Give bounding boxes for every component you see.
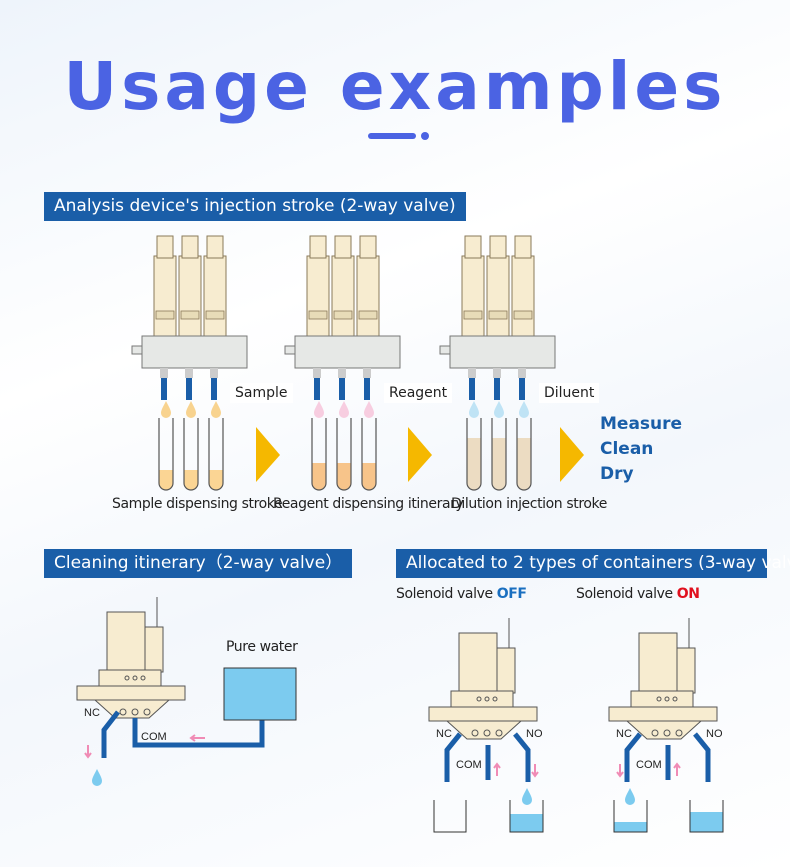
valve-module-diluent (440, 236, 555, 400)
valve-off-label: Solenoid valve (396, 586, 493, 602)
cleaning-valve (76, 596, 297, 786)
section-banner-allocation: Allocated to 2 types of containers (3-wa… (396, 549, 790, 578)
reagent-drops (314, 401, 374, 418)
off-com-label: COM (456, 759, 482, 771)
valve-off-diagram (428, 617, 544, 833)
page-title: Usage examples (63, 48, 727, 125)
step-arrow-2 (408, 427, 432, 482)
valve-on-caption: Solenoid valve ON (576, 586, 700, 602)
valve-off-caption: Solenoid valve OFF (396, 586, 527, 602)
com-label: COM (141, 731, 167, 743)
test-tubes (158, 418, 532, 491)
off-nc-label: NC (436, 728, 452, 740)
sample-drops (161, 401, 221, 418)
callout-sample: Sample (230, 383, 293, 403)
on-no-label: NO (706, 728, 723, 740)
on-nc-label: NC (616, 728, 632, 740)
valve-on-label: Solenoid valve (576, 586, 673, 602)
step-arrow-1 (256, 427, 280, 482)
off-no-label: NO (526, 728, 543, 740)
stage-label-reagent: Reagent dispensing itinerary (273, 496, 464, 512)
title-underline (368, 133, 416, 139)
on-com-label: COM (636, 759, 662, 771)
stage-label-dilution: Dilution injection stroke (451, 496, 607, 512)
title-dot (421, 132, 429, 140)
pure-water-label: Pure water (226, 639, 298, 655)
callout-reagent: Reagent (384, 383, 453, 403)
valve-on-state: ON (676, 586, 700, 602)
diluent-drops (469, 401, 529, 418)
step-dry: Dry (600, 464, 634, 484)
section-banner-injection: Analysis device's injection stroke (2-wa… (44, 192, 466, 221)
callout-diluent: Diluent (539, 383, 600, 403)
valve-off-state: OFF (496, 586, 527, 602)
valve-module-reagent (285, 236, 400, 400)
nc-label: NC (84, 707, 100, 719)
step-arrow-3 (560, 427, 584, 482)
stage-label-sample: Sample dispensing stroke (112, 496, 283, 512)
valve-on-diagram (608, 617, 724, 833)
step-clean: Clean (600, 439, 654, 459)
step-measure: Measure (600, 414, 683, 434)
section-banner-cleaning: Cleaning itinerary（2-way valve） (44, 549, 353, 578)
valve-module-sample (132, 236, 247, 400)
